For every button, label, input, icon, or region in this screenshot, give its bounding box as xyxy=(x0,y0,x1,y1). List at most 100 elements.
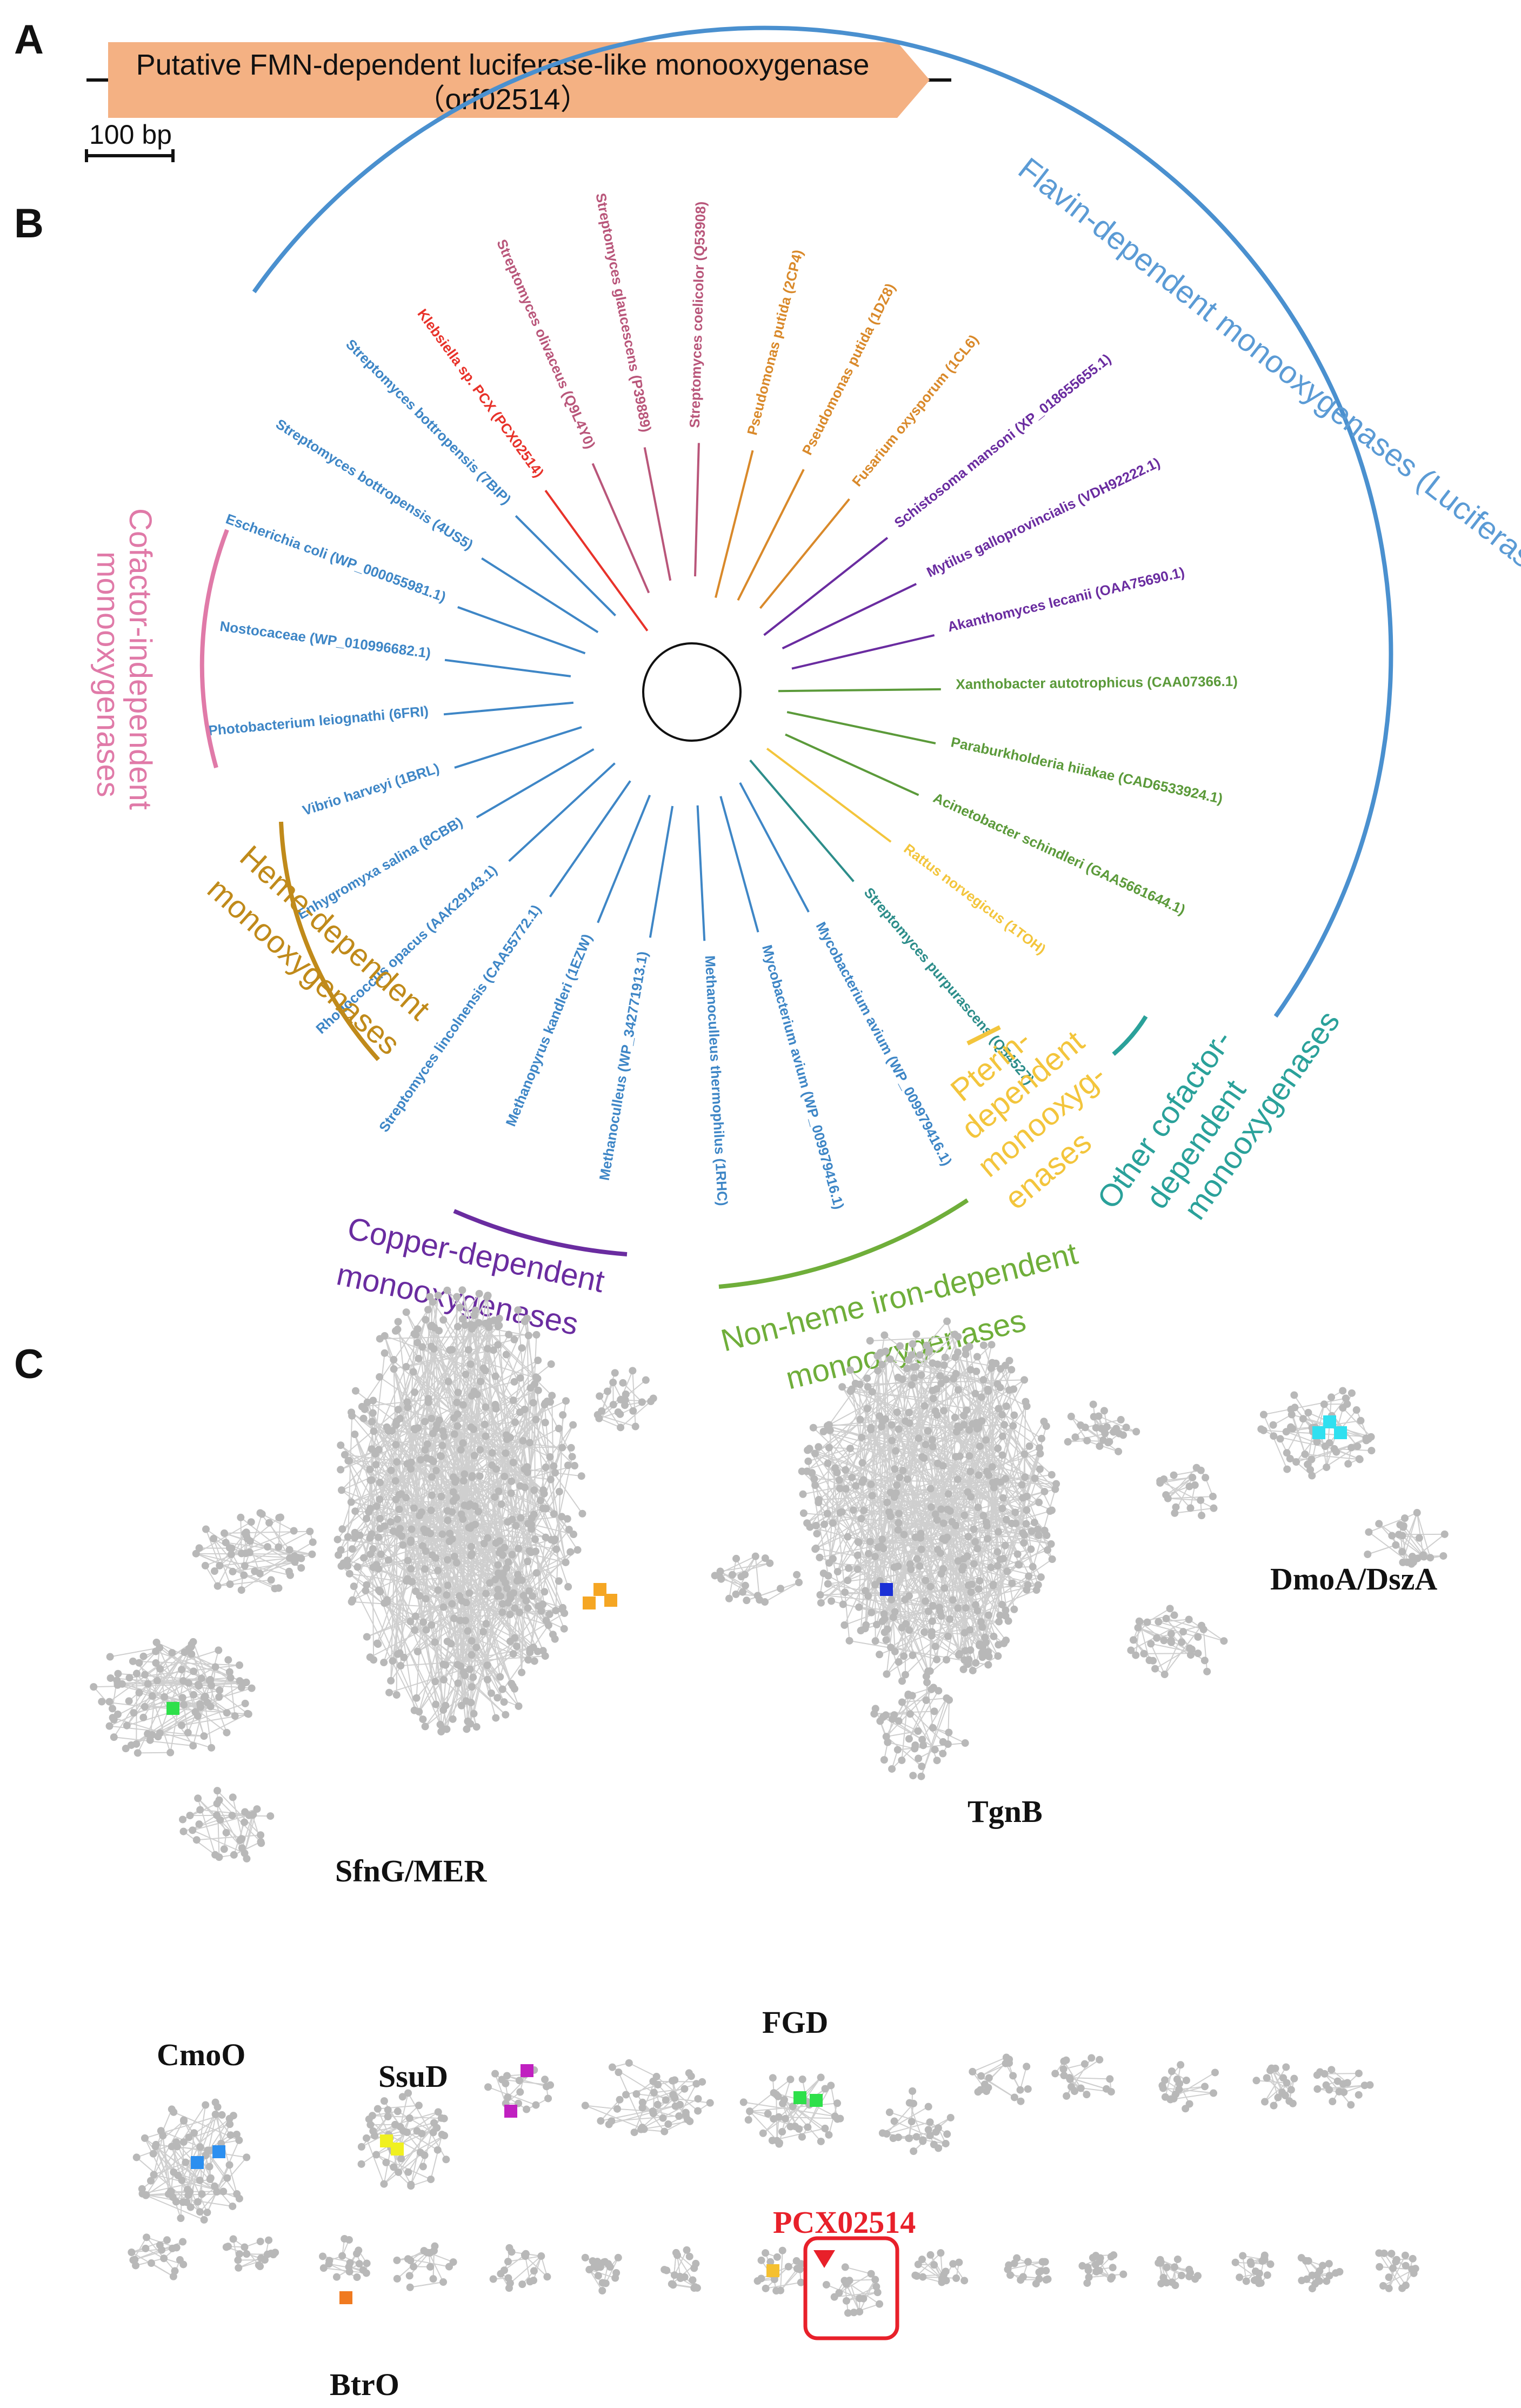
network-edge xyxy=(425,1511,448,1552)
network-node xyxy=(552,1606,560,1614)
network-node xyxy=(380,1659,388,1667)
network-node xyxy=(988,1463,996,1471)
network-node xyxy=(513,1577,521,1585)
network-edge xyxy=(746,1588,781,1601)
network-node xyxy=(1177,2271,1185,2279)
network-node xyxy=(880,1331,889,1339)
network-node xyxy=(871,1553,879,1561)
network-node xyxy=(1023,2063,1031,2071)
network-node xyxy=(954,1386,962,1394)
network-node xyxy=(558,1444,566,1452)
network-edge xyxy=(1158,1621,1224,1642)
network-node xyxy=(223,1709,231,1717)
network-node xyxy=(421,1446,429,1454)
network-node xyxy=(1083,1436,1091,1445)
network-node xyxy=(208,1744,216,1752)
network-node xyxy=(1001,1541,1009,1549)
network-node xyxy=(502,1711,510,1719)
network-edge xyxy=(898,1695,913,1721)
network-node xyxy=(965,1452,973,1460)
network-node xyxy=(395,1505,403,1513)
network-node xyxy=(355,2246,363,2254)
network-node xyxy=(929,1601,937,1609)
network-node xyxy=(1395,1531,1403,1539)
network-node xyxy=(1023,1402,1031,1410)
network-node xyxy=(144,1730,152,1738)
network-node xyxy=(1153,1634,1161,1642)
network-node xyxy=(519,1436,527,1445)
network-node xyxy=(166,2187,175,2196)
network-edge xyxy=(405,1312,497,1469)
network-node xyxy=(1047,1540,1055,1548)
network-node xyxy=(937,1612,945,1620)
network-node xyxy=(867,1480,875,1488)
network-node xyxy=(369,1396,377,1405)
tree-branch xyxy=(749,759,855,882)
network-node xyxy=(530,1486,538,1494)
network-node xyxy=(437,1727,445,1735)
network-node xyxy=(1297,2254,1305,2262)
network-node xyxy=(125,1674,134,1682)
network-node xyxy=(961,1739,969,1747)
network-node xyxy=(941,1353,949,1361)
network-node xyxy=(466,1360,475,1368)
network-node xyxy=(979,1642,987,1651)
network-node xyxy=(1092,1423,1100,1432)
network-node xyxy=(405,2272,413,2280)
network-node xyxy=(1170,1471,1178,1479)
network-node xyxy=(514,1306,522,1314)
network-node xyxy=(1173,2255,1182,2263)
network-edge xyxy=(1069,2077,1110,2080)
network-node xyxy=(888,1436,896,1445)
network-node xyxy=(883,2130,891,2138)
network-node xyxy=(997,1365,1005,1373)
network-node xyxy=(969,2067,977,2076)
network-node xyxy=(376,1514,384,1522)
network-edge xyxy=(397,2111,434,2133)
network-edge xyxy=(870,1336,958,1342)
network-edge xyxy=(372,2111,398,2117)
network-node xyxy=(98,1698,106,1706)
network-edge xyxy=(459,1293,480,1621)
network-node xyxy=(1375,1520,1383,1528)
network-node xyxy=(637,2125,645,2133)
network-node xyxy=(422,1595,430,1603)
network-node xyxy=(418,1542,426,1550)
network-node xyxy=(942,2267,950,2276)
network-node xyxy=(819,1427,828,1435)
network-node xyxy=(1009,2072,1017,2080)
network-node xyxy=(725,1594,733,1602)
network-edge xyxy=(845,2266,871,2274)
network-node xyxy=(544,2094,552,2103)
network-node xyxy=(372,2151,381,2159)
network-edge xyxy=(1342,1407,1372,1438)
network-edge xyxy=(205,1529,221,1566)
tree-branch xyxy=(549,780,631,897)
network-node xyxy=(153,1677,161,1685)
network-node xyxy=(852,1482,860,1490)
network-node xyxy=(595,1414,603,1422)
network-node xyxy=(973,1607,982,1615)
network-node xyxy=(1157,2279,1165,2287)
network-node xyxy=(876,2300,884,2308)
network-node xyxy=(1292,1458,1300,1466)
network-node xyxy=(942,1375,950,1383)
network-edge xyxy=(1402,1535,1408,1562)
network-edge xyxy=(931,1344,992,1632)
network-node xyxy=(516,1482,524,1490)
network-node xyxy=(428,1491,436,1499)
network-edge xyxy=(886,2103,914,2134)
network-node xyxy=(1185,2272,1193,2280)
network-edge xyxy=(1263,1398,1346,1415)
network-node xyxy=(972,1659,980,1667)
network-node xyxy=(195,1820,203,1828)
network-node xyxy=(467,1552,475,1560)
network-node xyxy=(410,1706,418,1714)
network-node xyxy=(1157,2258,1165,2266)
network-edge xyxy=(344,1454,394,1532)
network-node xyxy=(842,2280,850,2288)
network-node xyxy=(397,1662,405,1670)
network-node xyxy=(1119,2270,1128,2278)
network-node xyxy=(1339,2080,1347,2088)
network-node xyxy=(192,1549,200,1558)
